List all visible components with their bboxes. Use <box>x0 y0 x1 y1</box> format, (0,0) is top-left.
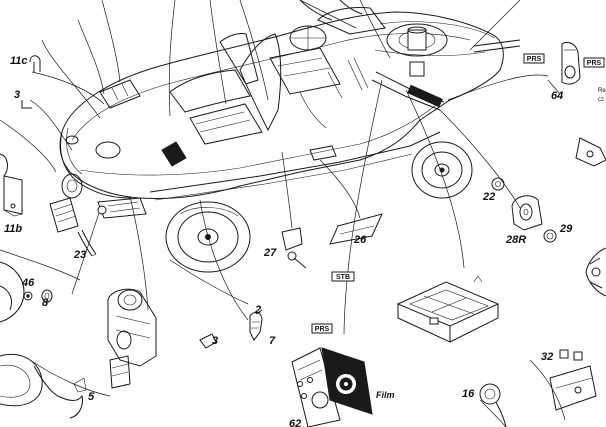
prs-top-right-text: PRS <box>587 60 602 67</box>
label-29: 29 <box>559 223 573 235</box>
part-11c-clip <box>29 55 41 72</box>
edge-text-1: Re <box>598 88 606 94</box>
label-22: 22 <box>482 191 495 203</box>
part-pump-housing <box>107 288 157 389</box>
label-46: 46 <box>21 277 35 289</box>
part-22-bushing <box>491 177 505 191</box>
label-64: 64 <box>551 90 563 102</box>
part-stb-tag: STB <box>331 271 355 282</box>
label-26: 26 <box>353 234 367 246</box>
part-3-hook-upper <box>21 100 32 109</box>
part-left-clip-half <box>0 153 8 177</box>
label-11c: 11c <box>10 55 28 67</box>
part-28r-housing <box>511 195 543 231</box>
part-46-washer <box>23 291 33 301</box>
film-label: Film <box>376 390 395 400</box>
label-7: 7 <box>269 335 276 347</box>
label-16: 16 <box>462 388 475 400</box>
prs-bottom-text: PRS <box>315 326 330 333</box>
part-11b-bracket <box>3 175 23 217</box>
label-3-lower: 3 <box>212 335 218 347</box>
stb-tag-text: STB <box>336 274 350 281</box>
part-27-bracket <box>281 227 307 269</box>
part-right-edge-fitting <box>575 137 606 167</box>
label-32: 32 <box>541 351 553 363</box>
edge-text-2: cz <box>598 97 604 103</box>
part-5-hose <box>33 365 87 419</box>
part-battery-box <box>396 275 500 343</box>
part-23-strap <box>77 229 97 257</box>
label-11b: 11b <box>4 223 22 235</box>
part-8-grommet <box>41 289 53 303</box>
label-23: 23 <box>73 249 86 261</box>
part-right-propeller <box>585 247 606 297</box>
part-64-bracket: PRS PRS Re cz <box>523 41 606 103</box>
part-top-tube <box>299 0 521 53</box>
part-32-mount <box>549 349 597 411</box>
label-5: 5 <box>88 391 95 403</box>
part-headlamp-assembly <box>49 173 147 233</box>
part-left-propeller <box>0 261 25 323</box>
label-28r: 28R <box>505 234 526 246</box>
part-number-labels: 11c 3 11b 23 46 8 5 3 2 7 27 26 22 28R 2… <box>4 55 573 427</box>
label-62: 62 <box>289 418 301 427</box>
label-2: 2 <box>254 304 261 316</box>
part-left-lens <box>0 354 43 407</box>
label-27: 27 <box>263 247 277 259</box>
part-2-7-latch <box>249 309 263 341</box>
amphibious-car-body <box>59 7 504 201</box>
part-16-gasket <box>479 383 507 427</box>
leader-lines <box>0 0 566 427</box>
part-26-panel <box>329 213 383 245</box>
part-prs-film-plate: PRS Film <box>291 323 395 427</box>
part-3-hook-lower <box>199 333 217 349</box>
part-29-ring <box>543 229 557 243</box>
prs-top-left-text: PRS <box>527 56 542 63</box>
label-8: 8 <box>42 297 49 309</box>
label-3-upper: 3 <box>14 89 20 101</box>
front-wheel <box>411 141 473 199</box>
